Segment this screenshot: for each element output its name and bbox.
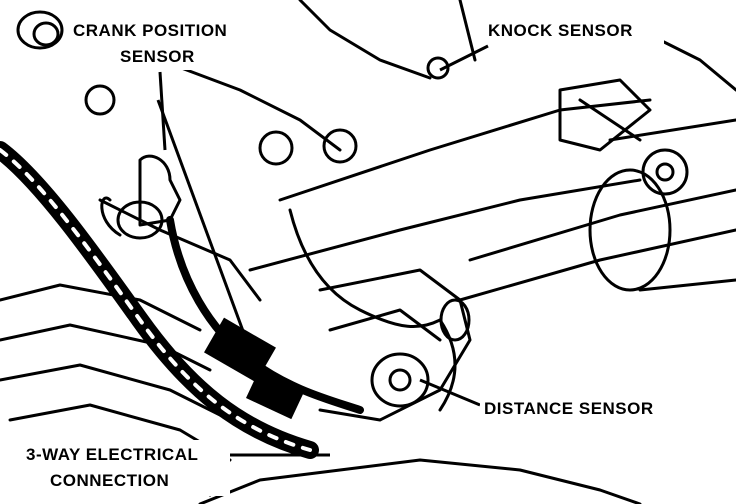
distance-sensor-leader bbox=[419, 378, 481, 407]
knock-sensor-leader bbox=[439, 44, 489, 72]
three-way-connection-label-line1: 3-WAY ELECTRICAL bbox=[26, 445, 198, 464]
distance-sensor-label: DISTANCE SENSOR bbox=[484, 399, 654, 418]
crank-sensor-leader-2 bbox=[156, 99, 252, 351]
label-three-way-connection: 3-WAY ELECTRICAL CONNECTION bbox=[22, 440, 230, 496]
crank-position-sensor-label-line2: SENSOR bbox=[120, 47, 195, 66]
knock-sensor-label: KNOCK SENSOR bbox=[488, 21, 633, 40]
three-way-connector bbox=[204, 317, 304, 420]
label-knock-sensor: KNOCK SENSOR bbox=[484, 14, 664, 44]
leader-lines bbox=[156, 44, 489, 457]
label-crank-position-sensor: CRANK POSITION SENSOR bbox=[68, 14, 266, 70]
label-distance-sensor: DISTANCE SENSOR bbox=[480, 394, 686, 424]
three-way-connection-label-line2: CONNECTION bbox=[50, 471, 169, 490]
crank-position-sensor-label-line1: CRANK POSITION bbox=[73, 21, 227, 40]
wiring-harness bbox=[0, 141, 457, 459]
